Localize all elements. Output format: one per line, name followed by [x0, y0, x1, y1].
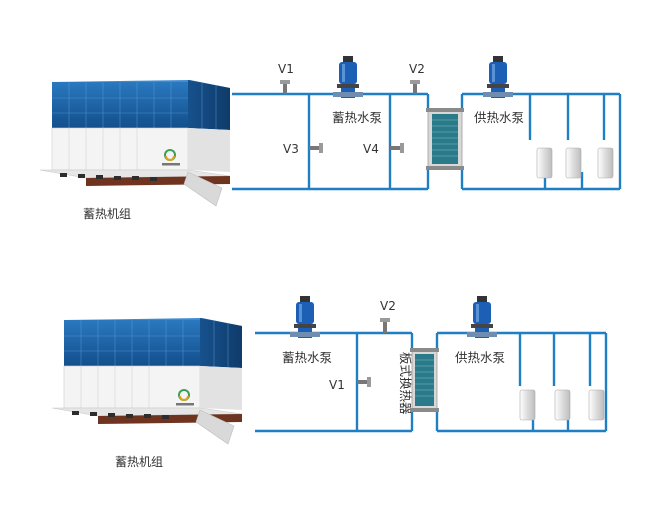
valve-v2[interactable]: V2: [409, 62, 425, 94]
supply-pump-label: 供热水泵: [455, 350, 505, 365]
valve-v3[interactable]: V3: [283, 142, 323, 156]
valve-v3-label: V3: [283, 142, 299, 156]
heat-storage-unit-1: 蓄热机组: [39, 80, 231, 221]
plate-heat-exchanger-icon: [426, 108, 464, 170]
valve-v1[interactable]: V1: [329, 377, 371, 392]
valve-v1-label: V1: [329, 378, 345, 392]
valve-v1-label: V1: [278, 62, 294, 76]
valve-v4[interactable]: V4: [363, 142, 404, 156]
heat-storage-unit-2-label: 蓄热机组: [115, 455, 163, 469]
plate-heat-exchanger-icon: [410, 348, 439, 412]
supply-pump-icon: [483, 56, 513, 98]
radiator-icon: [536, 147, 614, 179]
storage-pump-label: 蓄热水泵: [282, 350, 332, 365]
heat-storage-unit-2: 蓄热机组: [51, 318, 243, 469]
valve-v4-label: V4: [363, 142, 379, 156]
storage-pump-icon: [290, 296, 320, 338]
storage-pump-icon: [333, 56, 363, 98]
system-1: 蓄热机组 V1 V2: [39, 56, 622, 221]
valve-v2-label: V2: [409, 62, 425, 76]
valve-v1[interactable]: V1: [278, 62, 294, 94]
valve-v2-label: V2: [380, 299, 396, 313]
heat-storage-unit-1-label: 蓄热机组: [83, 207, 131, 221]
system-2: 蓄热机组 V2 V1: [51, 296, 608, 469]
storage-pump-label: 蓄热水泵: [332, 110, 382, 125]
valve-v2[interactable]: V2: [380, 299, 396, 333]
plate-heat-exchanger-label: 板式换热器: [398, 352, 413, 415]
supply-pump-icon: [467, 296, 497, 338]
radiator-icon: [519, 389, 605, 421]
supply-pump-label: 供热水泵: [474, 110, 524, 125]
